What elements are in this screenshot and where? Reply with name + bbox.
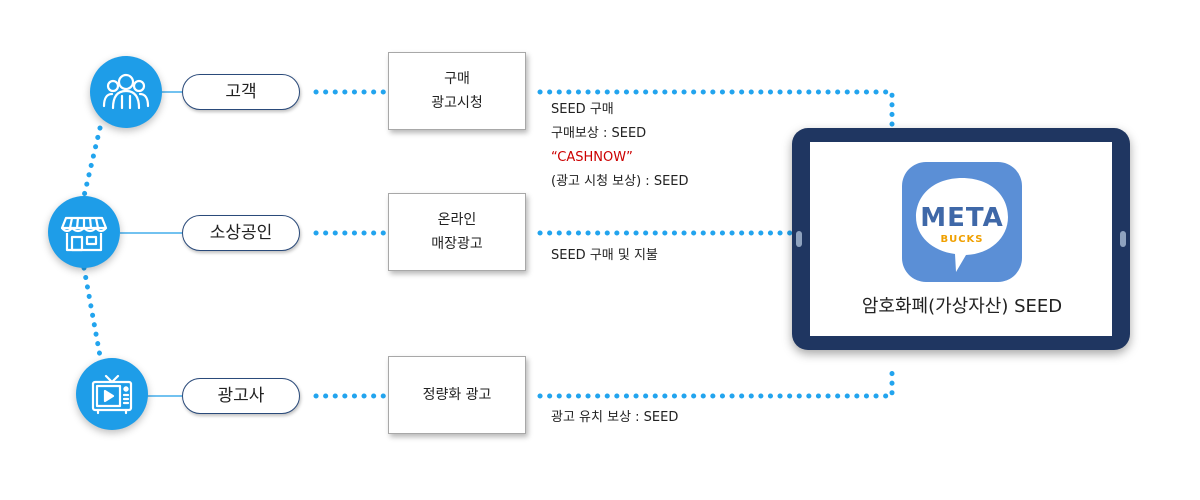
box-line: 정량화 광고 — [422, 387, 492, 403]
metabucks-app-icon: META BUCKS — [902, 162, 1022, 282]
speech-bubble-icon — [916, 178, 1008, 272]
dotted-link-purchase-tablet — [537, 89, 895, 129]
bottom-flow-label: 광고 유치 보상 : SEED — [551, 410, 679, 425]
quantified-ad-box: 정량화 광고 — [388, 356, 526, 434]
dotted-link-customer-merchant — [81, 125, 103, 199]
cashnow-label: “CASHNOW” — [551, 150, 633, 165]
middle-flow-label: SEED 구매 및 지불 — [551, 248, 658, 263]
tablet-side-button — [796, 231, 802, 247]
dotted-link-quant-tablet — [537, 363, 895, 399]
online-store-ad-box: 온라인 매장광고 — [388, 193, 526, 271]
box-line: 온라인 — [437, 212, 477, 228]
store-icon — [60, 216, 108, 252]
advertiser-pill: 광고사 — [182, 378, 300, 414]
box-line: 구매 — [444, 71, 470, 87]
customer-pill: 고객 — [182, 74, 300, 110]
advertiser-circle — [76, 358, 148, 430]
box-line: 매장광고 — [431, 236, 483, 252]
merchant-circle — [48, 196, 120, 268]
customer-circle — [90, 56, 162, 128]
label-line: (광고 시청 보상) : SEED — [551, 174, 689, 189]
app-title: META — [920, 203, 1004, 233]
purchase-ad-view-box: 구매 광고시청 — [388, 52, 526, 130]
app-subtitle: BUCKS — [940, 234, 984, 245]
tv-icon — [91, 374, 133, 415]
tablet-home-button — [1120, 231, 1126, 247]
people-icon — [102, 73, 150, 110]
dotted-link-merchant-advertiser — [81, 265, 103, 359]
label-line: 구매보상 : SEED — [551, 126, 647, 141]
merchant-pill: 소상공인 — [182, 215, 300, 251]
top-flow-label: SEED 구매 구매보상 : SEED “CASHNOW” (광고 시청 보상)… — [551, 98, 689, 194]
box-line: 광고시청 — [431, 95, 483, 111]
tablet-caption: 암호화폐(가상자산) SEED — [861, 296, 1063, 317]
label-line: SEED 구매 — [551, 102, 614, 117]
